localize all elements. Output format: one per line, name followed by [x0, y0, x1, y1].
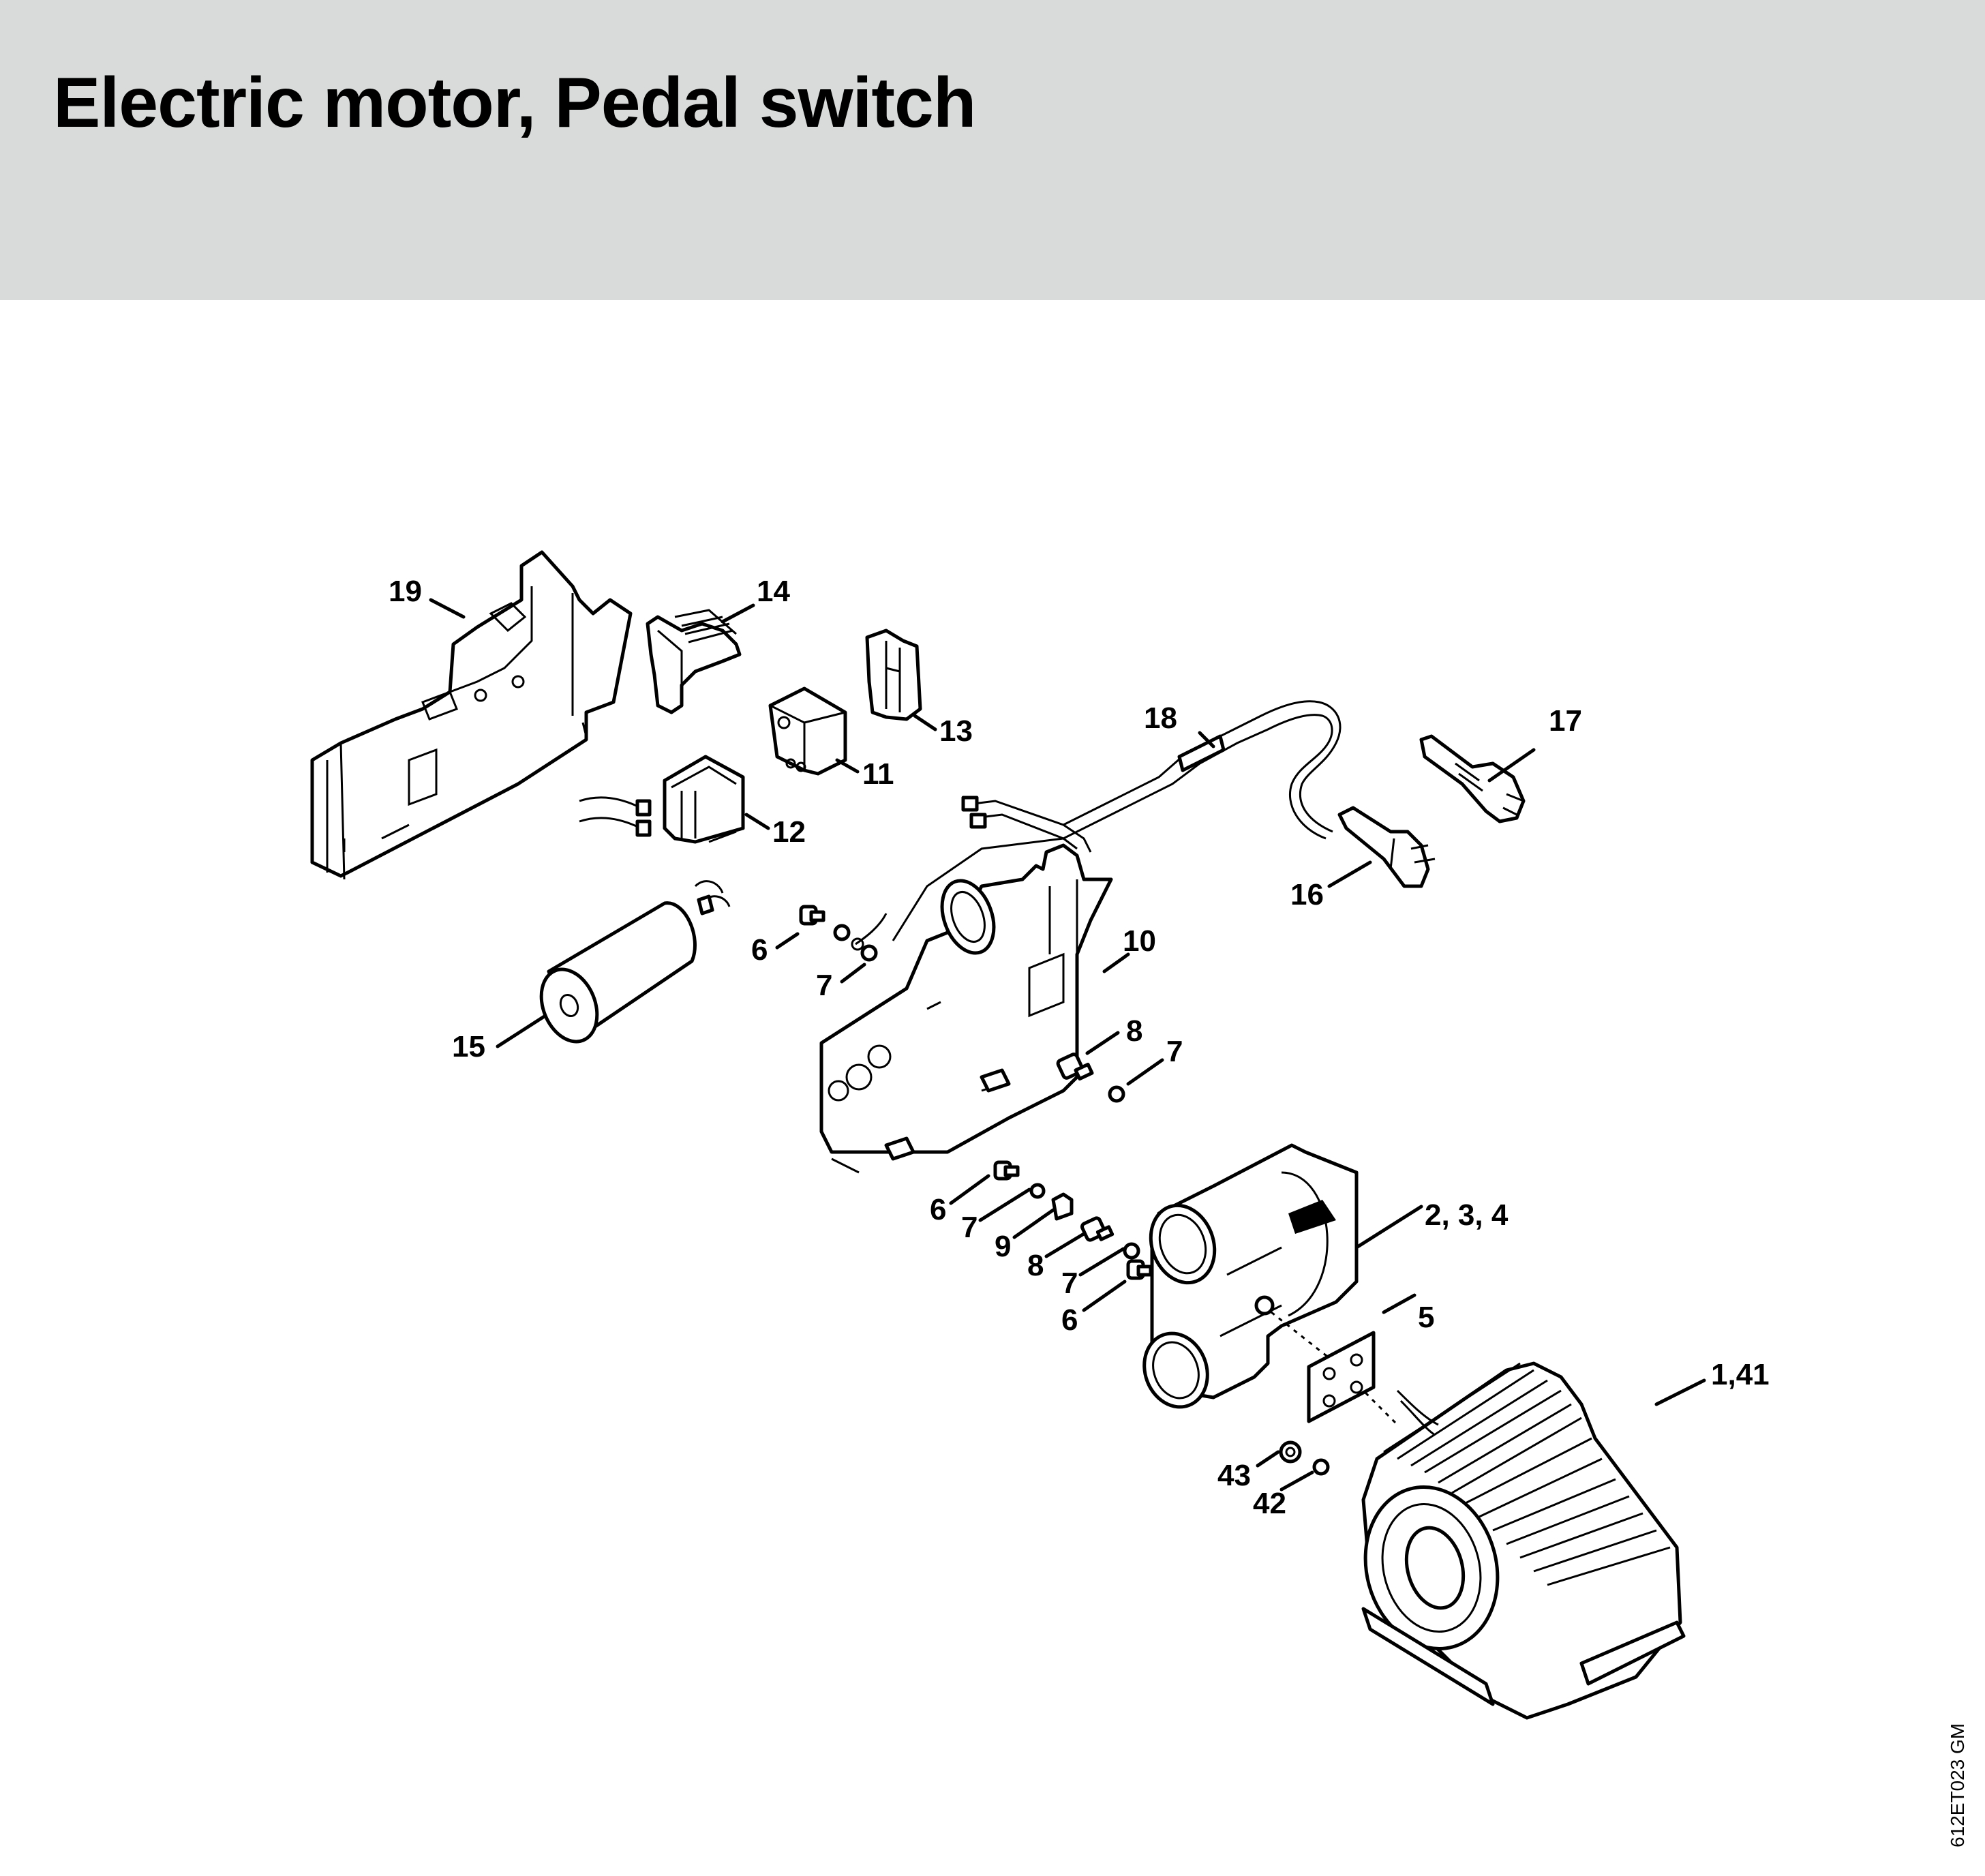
part-13-clip[interactable] — [865, 629, 922, 721]
part-16-plug[interactable] — [1337, 806, 1436, 888]
hardware-7-upper[interactable] — [833, 913, 888, 962]
callout-5: 5 — [1418, 1301, 1434, 1334]
callout-14: 14 — [757, 575, 790, 608]
callout-6-mid: 6 — [930, 1193, 946, 1226]
callout-labels: 19 14 13 11 12 18 17 16 10 6 7 15 8 7 6 … — [389, 575, 1770, 1520]
callout-43: 43 — [1217, 1459, 1251, 1492]
hardware-7-lower[interactable] — [1123, 1242, 1140, 1260]
callout-2-3-4: 2, 3, 4 — [1425, 1198, 1509, 1232]
part-1-41-motor-stator[interactable] — [1348, 1361, 1686, 1720]
callout-10: 10 — [1123, 924, 1156, 958]
page-title: Electric motor, Pedal switch — [53, 63, 976, 142]
hardware-6-lower[interactable] — [1126, 1259, 1153, 1280]
leader-lines — [429, 598, 1706, 1492]
callout-11: 11 — [862, 757, 894, 791]
callout-6-upper: 6 — [751, 933, 768, 967]
hardware-8-mid[interactable] — [1080, 1216, 1115, 1242]
callout-18: 18 — [1144, 701, 1177, 735]
hardware-9-clamp[interactable] — [1051, 1192, 1074, 1221]
part-14-pedal[interactable] — [646, 609, 742, 714]
callout-15: 15 — [452, 1030, 485, 1063]
callout-16: 16 — [1290, 878, 1324, 911]
callout-1-41: 1,41 — [1711, 1358, 1770, 1391]
part-12-switch[interactable] — [579, 755, 745, 844]
callout-8-mid: 8 — [1027, 1249, 1044, 1282]
hardware-7-mid[interactable] — [1029, 1183, 1046, 1199]
callout-9: 9 — [995, 1230, 1011, 1263]
part-18-power-cable[interactable] — [892, 700, 1342, 941]
part-5-plate[interactable] — [1307, 1331, 1376, 1423]
part-10-switch-housing[interactable] — [819, 843, 1113, 1174]
callout-7-lower: 7 — [1061, 1267, 1078, 1300]
callout-12: 12 — [772, 815, 806, 849]
part-19-housing-cover[interactable] — [310, 550, 633, 880]
callout-7-mid: 7 — [961, 1211, 978, 1244]
callout-17: 17 — [1549, 704, 1582, 738]
callout-7-right: 7 — [1166, 1035, 1183, 1068]
hardware-6-upper[interactable] — [799, 905, 825, 926]
callout-7-upper: 7 — [816, 969, 832, 1002]
hardware-42-washer[interactable] — [1312, 1458, 1330, 1476]
callout-6-lower: 6 — [1061, 1303, 1078, 1337]
part-11-relay[interactable] — [768, 686, 847, 776]
hardware-43-nut[interactable] — [1279, 1440, 1302, 1464]
page-header: Electric motor, Pedal switch — [0, 0, 1985, 300]
callout-8-right: 8 — [1126, 1014, 1142, 1048]
callout-42: 42 — [1253, 1487, 1286, 1520]
callout-13: 13 — [939, 714, 973, 748]
part-15-capacitor[interactable] — [531, 880, 731, 1050]
part-17-plug[interactable] — [1419, 734, 1526, 823]
hardware-7-right[interactable] — [1108, 1085, 1125, 1103]
hardware-6-mid[interactable] — [993, 1160, 1020, 1181]
part-2-3-4-end-shield[interactable] — [1134, 1143, 1399, 1426]
hardware-8-right[interactable] — [1056, 1053, 1094, 1081]
figure-code: 612ET023 GM — [1947, 1723, 1968, 1847]
callout-19: 19 — [389, 575, 422, 608]
